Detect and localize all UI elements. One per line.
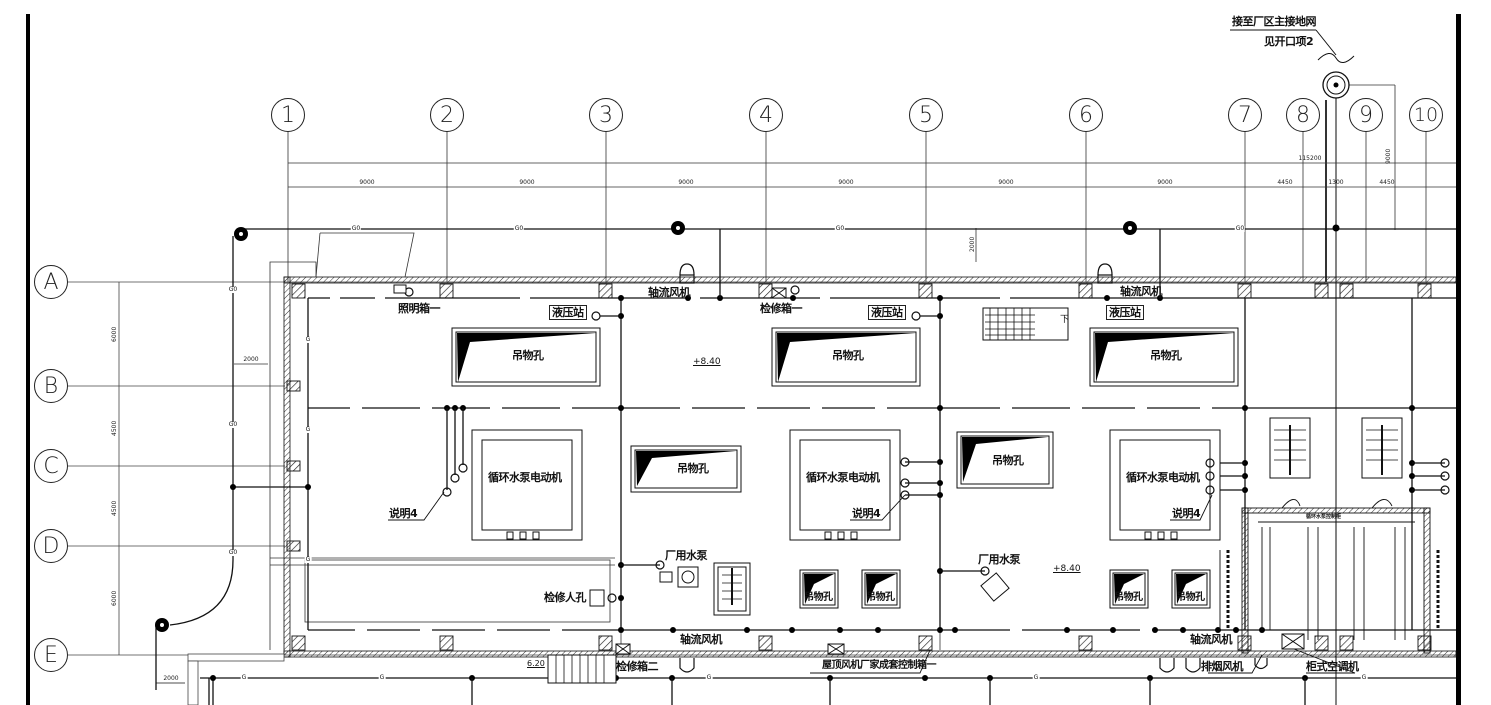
- label-pump-panel: 循环水泵控制柜: [1306, 514, 1342, 520]
- axis-bubble-9: 9: [1349, 98, 1383, 132]
- ground-mark-g: G: [304, 556, 312, 563]
- axis-bubble-2: 2: [430, 98, 464, 132]
- label-pump-motor: 循环水泵电动机: [488, 471, 562, 484]
- dim-span-1: 9000: [359, 179, 375, 186]
- label-axial-fan: 轴流风机: [1120, 285, 1163, 298]
- dim-vertical-right: 9000: [1385, 148, 1392, 164]
- label-hoist-hole: 吊物孔: [1114, 592, 1143, 603]
- label-note-4: 说明4: [389, 507, 418, 520]
- label-hoist-hole: 吊物孔: [804, 592, 833, 603]
- label-service-pump: 厂用水泵: [665, 549, 708, 562]
- dim-left-CD: 4500: [111, 500, 118, 516]
- label-stair-down: 下: [1060, 315, 1070, 325]
- label-axial-fan: 轴流风机: [648, 286, 691, 299]
- dim-offset-upper: 2000: [243, 356, 259, 363]
- label-manhole: 检修人孔: [544, 591, 587, 604]
- label-pump-motor: 循环水泵电动机: [806, 471, 880, 484]
- ground-mark-g0: G0: [350, 225, 362, 232]
- dim-span-8: 1300: [1328, 179, 1344, 186]
- dim-span-6: 9000: [1157, 179, 1173, 186]
- ground-mark-g: G: [1360, 674, 1368, 681]
- axis-bubble-A: A: [34, 265, 68, 299]
- axis-bubble-10: 10: [1409, 98, 1443, 132]
- axis-bubble-B: B: [34, 369, 68, 403]
- ground-mark-g: G: [378, 674, 386, 681]
- label-hydraulic-station: 液压站: [1106, 305, 1144, 320]
- callout-main-ground-net: 接至厂区主接地网: [1232, 15, 1317, 28]
- dim-vertical-mid: 2000: [969, 236, 976, 252]
- dim-span-9: 4450: [1379, 179, 1395, 186]
- ground-mark-g0: G0: [227, 421, 239, 428]
- label-axial-fan: 轴流风机: [1190, 633, 1233, 646]
- label-pump-motor: 循环水泵电动机: [1126, 471, 1200, 484]
- ground-mark-g: G: [304, 336, 312, 343]
- label-hoist-hole: 吊物孔: [677, 462, 709, 475]
- axis-bubble-8: 8: [1286, 98, 1320, 132]
- ground-mark-g0: G0: [227, 549, 239, 556]
- elevation-mark: +8.40: [1053, 564, 1081, 574]
- label-hydraulic-station: 液压站: [549, 305, 587, 320]
- ground-mark-g0: G0: [227, 286, 239, 293]
- axis-bubble-E: E: [34, 638, 68, 672]
- dim-span-4: 9000: [838, 179, 854, 186]
- ground-mark-g: G: [304, 426, 312, 433]
- axis-bubble-6: 6: [1069, 98, 1103, 132]
- dim-span-2: 9000: [519, 179, 535, 186]
- dim-span-3: 9000: [678, 179, 694, 186]
- axis-bubble-C: C: [34, 449, 68, 483]
- elevation-mark: 6.20: [527, 659, 545, 668]
- ground-mark-g0: G0: [1234, 225, 1246, 232]
- label-service-pump: 厂用水泵: [978, 553, 1021, 566]
- label-axial-fan: 轴流风机: [680, 633, 723, 646]
- label-note-4: 说明4: [852, 507, 881, 520]
- axis-bubble-D: D: [34, 529, 68, 563]
- ground-mark-g: G: [240, 674, 248, 681]
- ground-mark-g0: G0: [834, 225, 846, 232]
- label-hoist-hole: 吊物孔: [992, 454, 1024, 467]
- axis-bubble-4: 4: [749, 98, 783, 132]
- dim-left-AB: 6000: [111, 326, 118, 342]
- label-hydraulic-station: 液压站: [868, 305, 906, 320]
- label-note-4: 说明4: [1172, 507, 1201, 520]
- label-hoist-hole: 吊物孔: [832, 349, 864, 362]
- label-smoke-fan: 排烟风机: [1201, 660, 1244, 673]
- label-hoist-hole: 吊物孔: [1176, 592, 1205, 603]
- label-lighting-box: 照明箱一: [398, 302, 441, 315]
- dim-overall: 115200: [1298, 155, 1322, 162]
- ground-mark-g0: G0: [513, 225, 525, 232]
- label-cabinet-ac: 柜式空调机: [1306, 660, 1359, 673]
- label-hoist-hole: 吊物孔: [866, 592, 895, 603]
- axis-bubble-1: 1: [271, 98, 305, 132]
- label-hoist-hole: 吊物孔: [512, 349, 544, 362]
- ground-mark-g: G: [705, 674, 713, 681]
- dim-left-DE: 6000: [111, 590, 118, 606]
- label-maintenance-box-1: 检修箱一: [760, 302, 803, 315]
- dim-offset-lower: 2000: [163, 675, 179, 682]
- axis-bubble-3: 3: [589, 98, 623, 132]
- dim-span-5: 9000: [998, 179, 1014, 186]
- callout-reference: 见开口项2: [1264, 35, 1314, 48]
- label-hoist-hole: 吊物孔: [1150, 349, 1182, 362]
- elevation-mark: +8.40: [693, 357, 721, 367]
- axis-bubble-5: 5: [909, 98, 943, 132]
- axis-bubble-7: 7: [1228, 98, 1262, 132]
- ground-mark-g: G: [1032, 674, 1040, 681]
- label-maintenance-box-2: 检修箱二: [616, 660, 659, 673]
- label-roof-fan-panel: 屋顶风机厂家成套控制箱一: [822, 660, 937, 671]
- dim-left-BC: 4500: [111, 420, 118, 436]
- dim-span-7: 4450: [1277, 179, 1293, 186]
